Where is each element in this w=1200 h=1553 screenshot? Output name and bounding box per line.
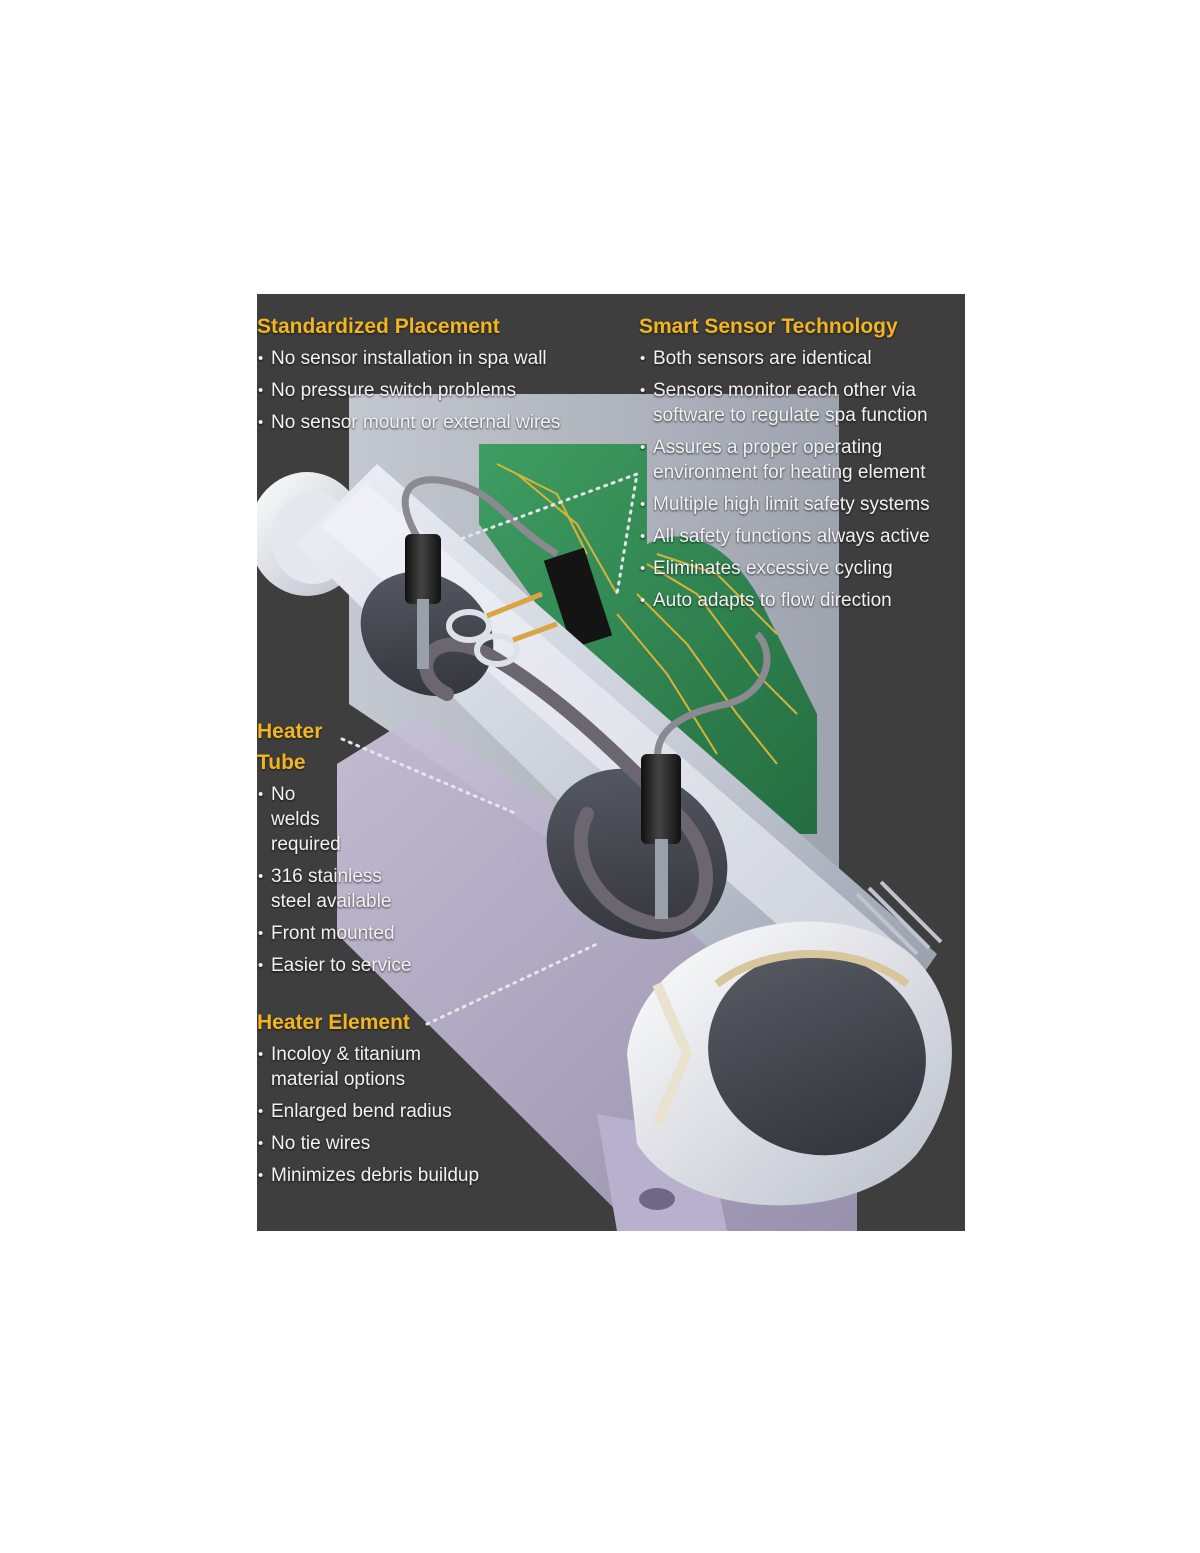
sensor-upper <box>405 534 441 669</box>
list-item: Multiple high limit safety systems <box>639 492 930 517</box>
list-item: Incoloy & titanium material options <box>257 1042 479 1092</box>
smart-sensor-heading: Smart Sensor Technology <box>639 315 898 338</box>
list-item: Minimizes debris buildup <box>257 1163 479 1188</box>
leader-lines <box>340 471 639 1026</box>
diagram-panel: Standardized Placement No sensor install… <box>257 294 965 1231</box>
heater-tube-list: No welds required 316 stainless steel av… <box>257 782 411 978</box>
list-item: Assures a proper operating environment f… <box>639 435 930 485</box>
list-item: No tie wires <box>257 1131 479 1156</box>
heater-element-list: Incoloy & titanium material options Enla… <box>257 1042 479 1188</box>
list-item: No welds required <box>257 782 411 857</box>
standardized-placement-list: No sensor installation in spa wall No pr… <box>257 346 560 435</box>
standardized-placement-section: Standardized Placement No sensor install… <box>257 312 560 442</box>
list-item: All safety functions always active <box>639 524 930 549</box>
circuit-board <box>479 444 817 834</box>
heater-element-heading: Heater Element <box>257 1011 410 1034</box>
smart-sensor-list: Both sensors are identical Sensors monit… <box>639 346 930 613</box>
terminal-ring-2 <box>474 633 520 667</box>
sensor-cable-1 <box>401 476 559 558</box>
heater-tube-heading-line1: Heater <box>257 720 323 743</box>
heater-tube-heading-line2: Tube <box>257 751 306 774</box>
heater-element-section: Heater Element Incoloy & titanium materi… <box>257 1008 479 1195</box>
heater-tube-section: Heater Tube No welds required 316 stainl… <box>257 716 411 985</box>
smart-sensor-section: Smart Sensor Technology Both sensors are… <box>639 312 930 620</box>
heater-tube-heading: Heater Tube <box>257 716 411 778</box>
list-item: Both sensors are identical <box>639 346 930 371</box>
list-item: Eliminates excessive cycling <box>639 556 930 581</box>
list-item: Enlarged bend radius <box>257 1099 479 1124</box>
sensor-lower <box>641 754 681 919</box>
mounting-hole <box>639 1188 675 1210</box>
terminal-ring-1 <box>446 609 492 643</box>
list-item: No sensor mount or external wires <box>257 410 560 435</box>
list-item: Easier to service <box>257 953 411 978</box>
heater-illustration <box>257 394 952 1231</box>
union-threads <box>855 880 943 956</box>
list-item: Front mounted <box>257 921 411 946</box>
list-item: Auto adapts to flow direction <box>639 588 930 613</box>
connector-chip <box>543 547 613 649</box>
sensor-cable-2 <box>654 631 771 776</box>
list-item: 316 stainless steel available <box>257 864 411 914</box>
standardized-placement-heading: Standardized Placement <box>257 315 500 338</box>
list-item: No sensor installation in spa wall <box>257 346 560 371</box>
list-item: No pressure switch problems <box>257 378 560 403</box>
list-item: Sensors monitor each other via software … <box>639 378 930 428</box>
